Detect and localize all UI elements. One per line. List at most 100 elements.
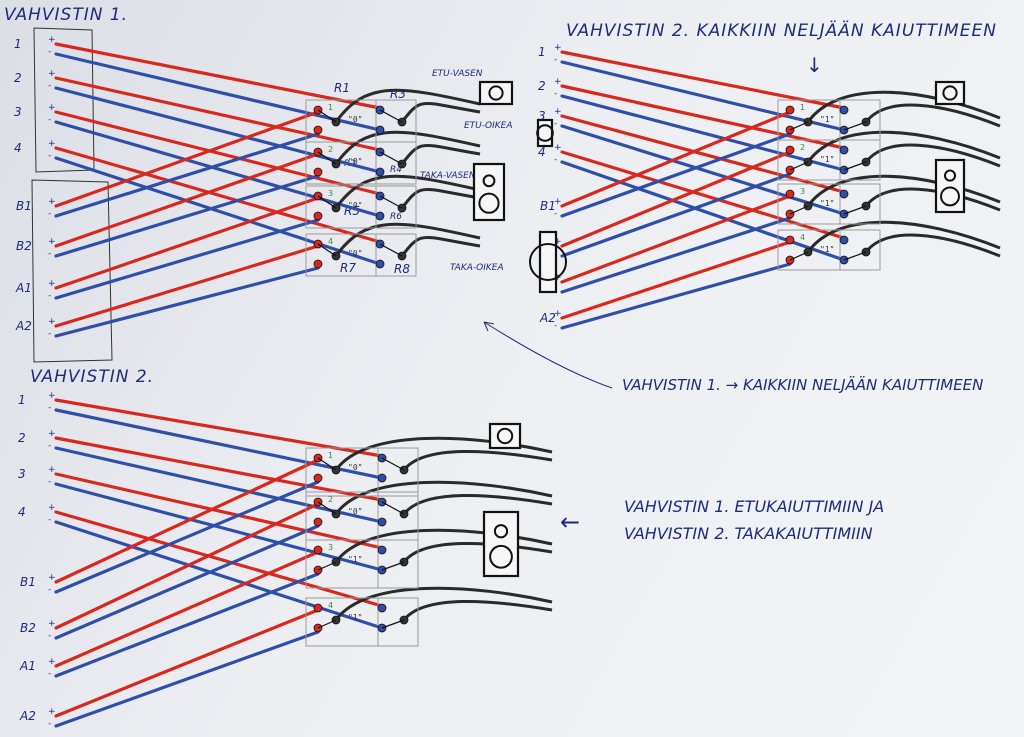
relay-terminal (313, 167, 323, 177)
switch-number: 2 (328, 495, 333, 504)
input-label-1: 1 (538, 45, 546, 59)
switch-number: 1 (328, 451, 333, 460)
left-arrow-note: ← (560, 508, 580, 536)
wire-positive (560, 150, 792, 248)
speaker-rear-left (472, 162, 506, 222)
relay-box-right (375, 185, 417, 229)
switch-state: "0" (348, 249, 362, 258)
relay-terminal (785, 235, 795, 245)
switch-state: "1" (348, 555, 362, 564)
wire-negative (54, 524, 320, 640)
switch-state: "1" (820, 155, 834, 164)
relay-terminal (839, 235, 849, 245)
wire-negative (560, 262, 792, 330)
speaker-cable (334, 130, 481, 165)
minus-mark: - (48, 47, 51, 57)
wire-negative (560, 132, 792, 218)
switch-blade (317, 243, 337, 257)
speaker-label-front-right: ETU-OIKEA (464, 121, 513, 131)
minus-mark: - (48, 115, 51, 125)
wire-positive (54, 510, 384, 608)
speaker-rear-left-3-tweeter (493, 524, 509, 539)
relay-terminal (313, 473, 323, 483)
note-front-line: VAHVISTIN 1. ETUKAIUTTIMIIN JA (624, 497, 884, 516)
switch-number: 4 (328, 237, 333, 246)
switch-blade (317, 457, 337, 471)
minus-mark: - (554, 155, 557, 165)
plus-mark: + (554, 197, 562, 207)
speaker-front-left-2 (934, 80, 966, 106)
speaker-rear-right-driver (529, 243, 567, 281)
title-amplifier-1: VAHVISTIN 1. (4, 5, 128, 25)
wire-positive (54, 244, 320, 328)
plus-mark: + (554, 309, 562, 319)
wire-positive (54, 146, 382, 244)
input-label-b1: B1 (540, 199, 556, 213)
relay-terminal (313, 517, 323, 527)
plus-mark: + (554, 43, 562, 53)
down-arrow: ↓ (806, 53, 823, 77)
speaker-cable (864, 143, 1001, 168)
wire-positive (560, 110, 792, 208)
speaker-front-left-3 (488, 422, 522, 450)
minus-mark: - (554, 321, 557, 331)
wire-negative (54, 218, 320, 300)
input-label-a1: A1 (15, 281, 32, 295)
switch-blade (317, 109, 337, 123)
speaker-front-left-2-driver (942, 85, 958, 101)
switch-state: "0" (348, 507, 362, 516)
input-label-1: 1 (14, 37, 22, 51)
input-label-2: 2 (18, 431, 26, 445)
input-label-b1: B1 (20, 575, 36, 589)
switch-blade (789, 121, 809, 131)
plus-mark: + (554, 107, 562, 117)
title-amplifier-2-all: VAHVISTIN 2. KAIKKIIN NELJÄÄN KAIUTTIMEE… (566, 20, 997, 41)
relay-terminal (313, 259, 323, 269)
relay-terminal (375, 125, 385, 135)
wire-positive (54, 196, 320, 290)
relay-terminal (377, 473, 387, 483)
speaker-front-left (478, 80, 514, 106)
switch-state: "1" (820, 199, 834, 208)
wire-negative (560, 124, 846, 216)
input-group-box-2 (31, 179, 113, 363)
relay-terminal (313, 545, 323, 555)
input-label-4: 4 (18, 505, 26, 519)
wire-negative (54, 480, 320, 594)
speaker-cable (334, 222, 481, 257)
input-label-a2: A2 (539, 311, 556, 325)
relay-terminal (839, 189, 849, 199)
minus-mark: - (48, 515, 51, 525)
switch-blade (317, 561, 337, 571)
wire-negative (54, 572, 320, 678)
plus-mark: + (48, 139, 56, 149)
plus-mark: + (48, 465, 56, 475)
note-rear-line: VAHVISTIN 2. TAKAKAIUTTIMIIN (624, 524, 873, 543)
minus-mark: - (48, 329, 51, 339)
minus-mark: - (48, 81, 51, 91)
wire-positive (54, 608, 320, 718)
relay-terminal (377, 517, 387, 527)
wire-negative (54, 520, 384, 630)
wire-negative (54, 52, 382, 132)
speaker-cable (402, 541, 553, 563)
minus-mark: - (48, 249, 51, 259)
switch-blade (379, 243, 403, 257)
wire-positive (560, 84, 846, 150)
wire-negative (54, 156, 382, 266)
minus-mark: - (48, 631, 51, 641)
minus-mark: - (48, 719, 51, 729)
minus-mark: - (48, 585, 51, 595)
relay-box-right (839, 229, 881, 271)
pointer-line (483, 321, 613, 389)
plus-mark: + (48, 317, 56, 327)
input-label-4: 4 (14, 141, 22, 155)
wire-positive (54, 110, 382, 196)
switch-blade (843, 205, 867, 215)
speaker-cable (400, 102, 481, 123)
speaker-rear-left-2-tweeter (943, 169, 957, 182)
relay-box-right (375, 233, 417, 277)
relay-terminal (375, 211, 385, 221)
